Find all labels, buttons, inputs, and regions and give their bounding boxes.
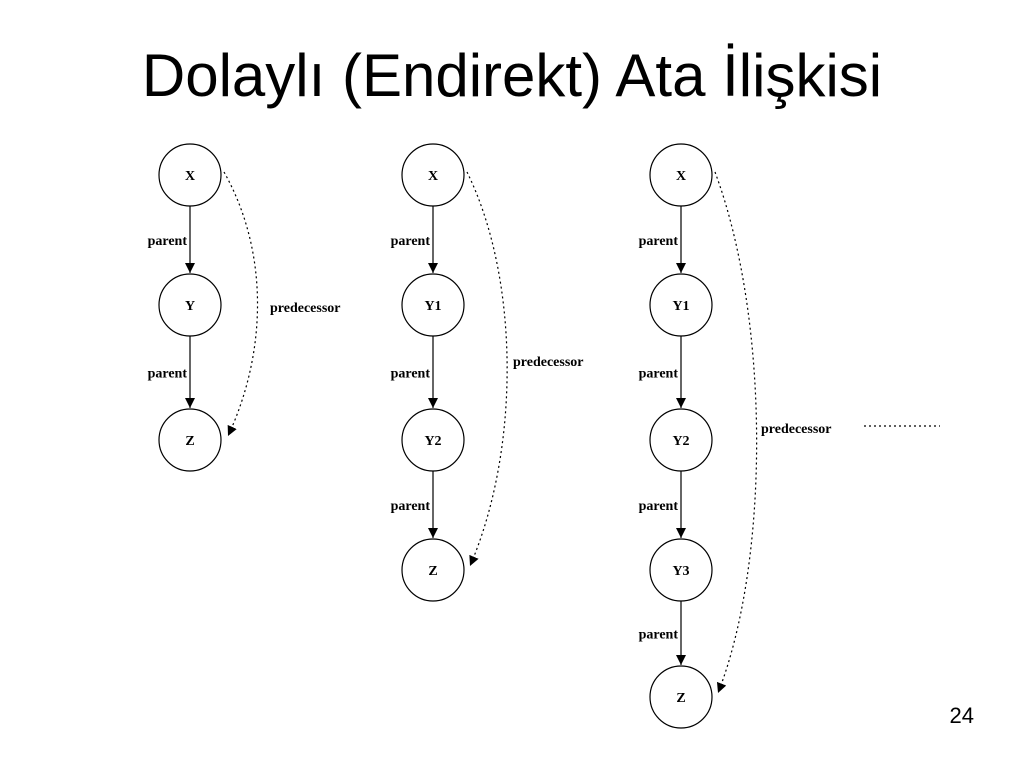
node-label: Y3 [672,564,689,579]
node-circle [158,408,222,472]
parent-edge-label: parent [148,234,188,249]
node-label: Y1 [672,299,689,314]
node-circle [401,538,465,602]
parent-edge-label: parent [639,499,679,514]
node-circle [649,143,713,207]
node-circle [649,665,713,729]
node-x: X [649,143,713,207]
predecessor-edge [714,171,758,694]
node-y2: Y2 [401,408,465,472]
parent-edge-label: parent [639,628,679,643]
node-circle [158,273,222,337]
parent-edge-label: parent [391,499,431,514]
node-circle [401,408,465,472]
node-circle [649,538,713,602]
diagram-1: parent parent predecessor X Y Z [148,143,341,472]
node-label: X [185,169,195,184]
node-label: X [676,169,686,184]
node-y: Y [158,273,222,337]
predecessor-edge-label: predecessor [270,301,341,316]
node-label: Y2 [424,434,441,449]
node-y1: Y1 [401,273,465,337]
parent-edge-label: parent [148,367,188,382]
predecessor-edge-label: predecessor [513,355,584,370]
node-circle [649,408,713,472]
slide-title: Dolaylı (Endirekt) Ata İlişkisi [141,42,883,109]
node-label: Z [428,564,437,579]
node-z: Z [649,665,713,729]
node-circle [401,273,465,337]
predecessor-edge [466,171,508,567]
node-x: X [401,143,465,207]
node-label: Z [185,434,194,449]
predecessor-edge [223,171,259,437]
node-y3: Y3 [649,538,713,602]
node-z: Z [401,538,465,602]
node-label: X [428,169,438,184]
diagram-3: parent parent parent parent predecessor X Y1Y2… [639,143,940,729]
parent-edge-label: parent [391,234,431,249]
node-label: Z [676,691,685,706]
node-label: Y [185,299,195,314]
parent-edge-label: parent [391,367,431,382]
node-z: Z [158,408,222,472]
node-label: Y1 [424,299,441,314]
node-circle [158,143,222,207]
node-x: X [158,143,222,207]
node-circle [649,273,713,337]
node-circle [401,143,465,207]
parent-edge-label: parent [639,367,679,382]
page-number: 24 [949,703,974,728]
predecessor-edge-label: predecessor [761,422,832,437]
parent-edge-label: parent [639,234,679,249]
node-y2: Y2 [649,408,713,472]
node-label: Y2 [672,434,689,449]
node-y1: Y1 [649,273,713,337]
